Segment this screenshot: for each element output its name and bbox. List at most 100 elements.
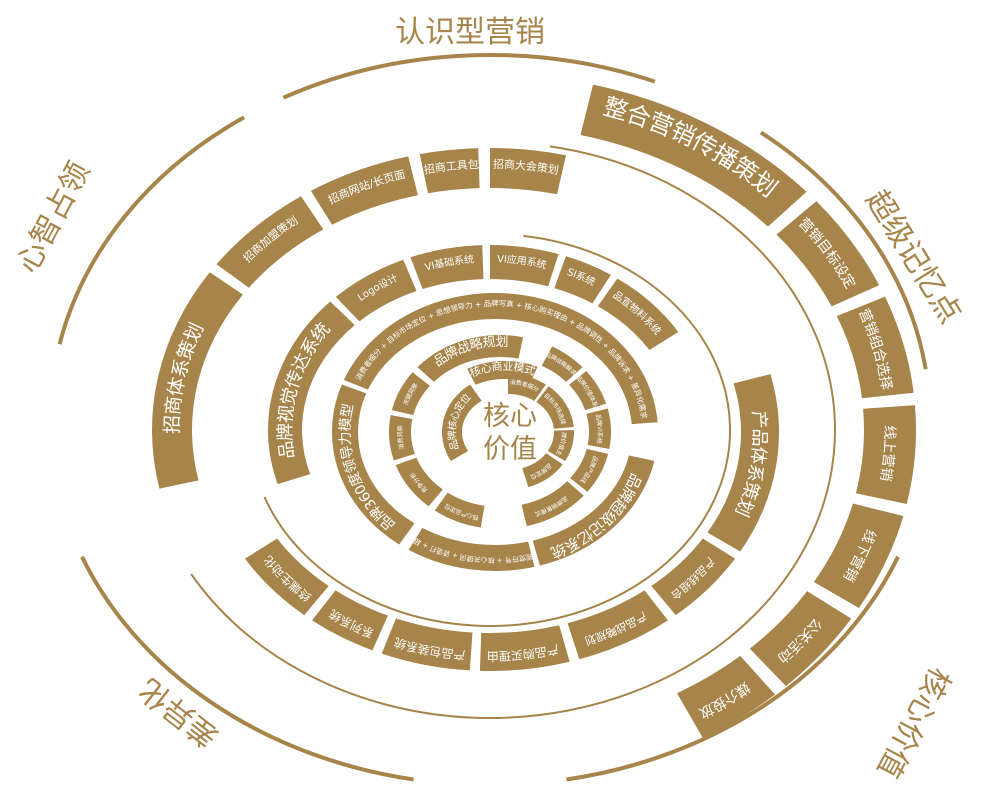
segment-band	[244, 538, 329, 616]
segment-label: 品牌核心定位	[445, 391, 473, 452]
segment[interactable]: 招商网站/长页面	[310, 156, 418, 225]
segment-band	[547, 429, 574, 461]
segment[interactable]: 公关活动	[749, 591, 852, 687]
segment[interactable]: SI系统	[554, 256, 611, 304]
segment-label: 线上营销	[877, 425, 898, 482]
segment-band	[417, 335, 524, 382]
segment-band	[408, 527, 535, 571]
segment-band	[490, 148, 567, 195]
segment-band	[479, 625, 570, 671]
ring-segments: 整合营销传播策划营销目标设定营销组合选择线上营销线下营销公关活动媒介投放招商体系…	[0, 0, 916, 739]
segment-band	[554, 256, 611, 304]
thin-arc	[282, 53, 656, 100]
segment-band	[312, 590, 388, 651]
segment-band	[410, 245, 484, 290]
segment-band	[419, 148, 480, 194]
segment[interactable]: 媒介投放	[677, 655, 776, 739]
segment-band	[395, 457, 443, 507]
segment[interactable]: 品牌价值体系	[569, 370, 607, 411]
segment-band	[855, 405, 916, 505]
segment[interactable]: 产品包装系统	[381, 618, 473, 671]
segment[interactable]: 品牌定位	[522, 453, 563, 488]
segment-band	[152, 272, 243, 489]
outer-label: 认识型营销	[395, 15, 545, 50]
thin-arc	[80, 555, 414, 782]
segment[interactable]: 品牌VI系统	[586, 408, 611, 449]
segment-band	[580, 84, 807, 227]
segment-band	[434, 492, 485, 528]
segment-band	[343, 292, 658, 425]
segment[interactable]: 产品体系策划	[707, 374, 779, 552]
segment[interactable]: 核心产品定位	[434, 492, 485, 528]
segment-band	[536, 386, 574, 429]
thin-arc	[190, 145, 836, 719]
segment-label: 整合营销传播策划	[600, 92, 782, 202]
segment[interactable]: Logo设计	[335, 259, 417, 322]
segment-band	[216, 196, 324, 288]
segment-band	[541, 346, 583, 382]
segment-band	[268, 301, 355, 485]
segment-band	[749, 591, 852, 687]
segment-band	[586, 408, 611, 449]
segment[interactable]: 终端生动化	[244, 538, 329, 616]
segment[interactable]: 招商工具包	[419, 148, 480, 194]
segment-label: 品牌VI系统	[594, 414, 604, 445]
segment-label: 品牌360度领导力模型	[338, 402, 399, 533]
segment-band	[677, 655, 776, 739]
core-line-1: 核心	[483, 401, 537, 432]
segment[interactable]: 线下营销	[813, 503, 904, 608]
segment[interactable]: 竞争分析	[395, 457, 443, 507]
thin-arc	[263, 234, 732, 627]
segment-band	[707, 374, 779, 552]
segment-band	[391, 372, 430, 416]
thin-arc	[566, 555, 900, 782]
segment[interactable]: 品牌销售模式	[521, 481, 584, 527]
outer-label: 心智占领	[10, 156, 97, 278]
segment-band	[442, 384, 482, 461]
segment[interactable]: 招商大会策划	[490, 148, 567, 195]
segment[interactable]: VI基础系统	[410, 245, 484, 290]
segment[interactable]: 关键洞察	[391, 372, 430, 416]
segment[interactable]: 营销组合选择	[836, 296, 914, 399]
segment-band	[532, 455, 655, 566]
segment[interactable]: 产品线组合	[651, 538, 736, 616]
ring-investment: 招商体系策划招商加盟策划招商网站/长页面招商工具包招商大会策划	[152, 148, 567, 489]
segment[interactable]: 消费洞察	[389, 415, 415, 461]
segment-band	[331, 384, 415, 545]
segment[interactable]: 品牌战略解读	[541, 346, 583, 382]
segment[interactable]: 整合营销传播策划	[580, 84, 807, 227]
outer-label: 核心价值	[870, 661, 957, 783]
segment-band	[521, 481, 584, 527]
segment[interactable]: 品牌核心定位	[442, 384, 482, 461]
thin-arc	[759, 130, 928, 370]
segment-band	[597, 278, 679, 350]
segment-band	[776, 201, 880, 307]
segment-band	[310, 156, 418, 225]
segment-band	[570, 448, 609, 492]
segment-band	[335, 259, 417, 322]
segment-band	[508, 374, 546, 401]
segment[interactable]: 系列系统	[312, 590, 388, 651]
segment-label: 消费洞察	[396, 425, 406, 450]
segment[interactable]: 线上营销	[855, 405, 916, 505]
segment-band	[381, 618, 473, 671]
segment[interactable]: 产品购买理由	[479, 625, 570, 671]
segment-band	[389, 415, 415, 461]
segment[interactable]: 消费者细分	[508, 374, 546, 401]
segment[interactable]: 招商体系策划	[152, 272, 243, 489]
segment[interactable]: 品牌产品线	[570, 448, 609, 492]
segment[interactable]: 产品战略规划	[567, 590, 668, 660]
connector-arcs	[57, 53, 928, 782]
thin-arc	[57, 115, 245, 345]
segment-band	[490, 245, 559, 287]
segment-band	[569, 370, 607, 411]
core-value: 核心 价值	[483, 401, 537, 465]
segment[interactable]: 目标市场选择	[536, 386, 574, 429]
segment-band	[567, 590, 668, 660]
segment[interactable]: 招商加盟策划	[216, 196, 324, 288]
segment-label: 品牌视觉符号 + 核心关键词 + 谚语打 + 超级话	[0, 0, 534, 565]
segment[interactable]: VI应用系统	[490, 245, 559, 287]
segment-band	[813, 503, 904, 608]
